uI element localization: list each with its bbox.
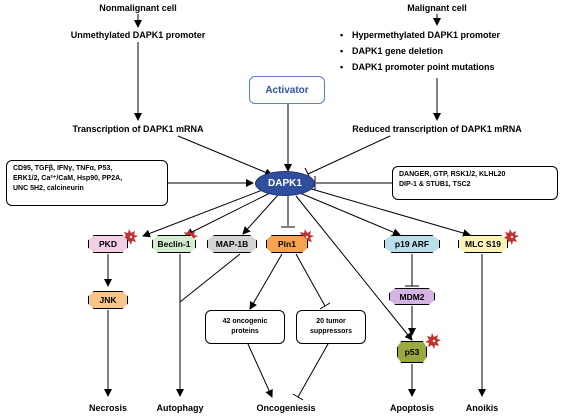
transcription-label: Transcription of DAPK1 mRNA <box>72 124 204 134</box>
malignant-item: DAPK1 gene deletion <box>340 45 500 57</box>
apoptosis-label: Apoptosis <box>390 403 434 413</box>
map1b-node: MAP-1B <box>207 235 257 253</box>
necrosis-label: Necrosis <box>88 403 128 413</box>
nonmalignant-cell-label: Nonmalignant cell <box>99 3 177 13</box>
oncogenic-proteins-box: 42 oncogenic proteins <box>205 310 285 344</box>
malignant-list: Hypermethylated DAPK1 promoter DAPK1 gen… <box>340 29 500 77</box>
activator-box: Activator <box>249 76 325 104</box>
pkd-node: PKD <box>88 235 128 253</box>
malignant-item: DAPK1 promoter point mutations <box>340 61 500 73</box>
reduced-transcription-label: Reduced transcription of DAPK1 mRNA <box>352 124 522 134</box>
pin1-node: Pin1 <box>266 235 308 253</box>
activators-line: UNC 5H2, calcineurin <box>13 185 84 192</box>
oncogenesis-label: Oncogeniesis <box>256 403 316 413</box>
beclin1-node: Beclin-1 <box>152 235 196 253</box>
jnk-node: JNK <box>88 291 128 309</box>
upstream-inhibitors-box: DANGER, GTP, RSK1/2, KLHL20 DIP-1 & STUB… <box>392 166 558 200</box>
p19arf-node: p19 ARF <box>384 235 440 253</box>
malignant-item: Hypermethylated DAPK1 promoter <box>340 29 500 41</box>
tumor-suppressors-box: 20 tumor suppressors <box>296 310 366 344</box>
mdm2-node: MDM2 <box>389 288 435 305</box>
malignant-cell-label: Malignant cell <box>407 3 467 13</box>
dapk1-node: DAPK1 <box>255 171 315 196</box>
upstream-activators-box: CD95, TGFβ, IFNγ, TNFα, P53, ERK1/2, Ca²… <box>6 160 168 206</box>
anoikis-label: Anoikis <box>465 403 499 413</box>
mlcs19-node: MLC S19 <box>458 235 508 253</box>
inhibitors-line: DIP-1 & STUB1, TSC2 <box>399 181 471 188</box>
activators-line: ERK1/2, Ca²⁺/CaM, Hsp90, PP2A, <box>13 175 123 182</box>
p53-node: p53 <box>397 341 427 363</box>
autophagy-label: Autophagy <box>156 403 204 413</box>
unmethylated-promoter-label: Unmethylated DAPK1 promoter <box>70 30 206 40</box>
activators-line: CD95, TGFβ, IFNγ, TNFα, P53, <box>13 165 113 172</box>
inhibitors-line: DANGER, GTP, RSK1/2, KLHL20 <box>399 171 506 178</box>
